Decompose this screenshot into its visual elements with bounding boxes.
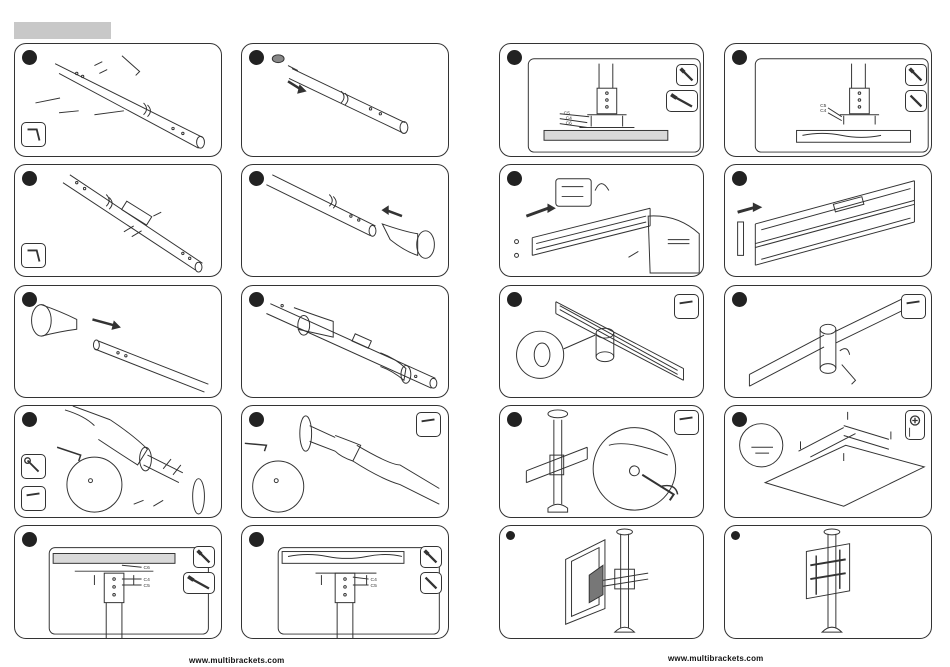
part-label-c4: C4 (820, 108, 827, 114)
hex-key-tool-box (21, 486, 46, 511)
screwdriver-icon (677, 65, 697, 85)
screwdriver-icon (194, 547, 214, 567)
screen-mounted-front-illustration (725, 526, 931, 638)
step-panel-8 (241, 405, 449, 518)
screwdriver-tool-box (676, 64, 698, 86)
pole-with-cones-illustration (242, 286, 448, 397)
screwdriver-tool-box (420, 546, 442, 568)
step-panel-19 (499, 525, 704, 639)
wrench-tool-box (21, 454, 46, 479)
screwdriver-icon (421, 573, 441, 593)
website-url-right[interactable]: www.multibrackets.com (668, 654, 764, 663)
hex-key-tool-box (21, 122, 46, 147)
hex-key-tool-box (416, 412, 441, 437)
hex-key-tool-box (674, 294, 699, 319)
screwdriver-icon (421, 547, 441, 567)
ceiling-plate-wood-illustration: C5 C4 (725, 44, 931, 156)
step-panel-7 (14, 405, 222, 518)
step-panel-2 (241, 43, 449, 157)
step-panel-11 (499, 164, 704, 277)
hex-key-tool-box (674, 410, 699, 435)
step-panel-6 (241, 285, 449, 398)
rail-connect-illustration (725, 165, 931, 276)
step-panel-15 (499, 405, 704, 518)
screwdriver-tool-box (420, 572, 442, 594)
screwdriver-tool-box (905, 64, 927, 86)
part-label-c5: C5 (144, 583, 151, 589)
level-tool-box (905, 410, 925, 440)
header-bar (14, 22, 111, 39)
drill-tool-box (183, 572, 215, 594)
rail-assembly-illustration (500, 165, 703, 276)
website-url-left[interactable]: www.multibrackets.com (189, 656, 285, 665)
clamp-rails-illustration (500, 286, 703, 397)
step-panel-12 (724, 164, 932, 277)
step-panel-18: C4 C5 (241, 525, 449, 639)
hex-key-icon (675, 295, 698, 318)
pole-cap-illustration (242, 44, 448, 156)
level-icon (906, 411, 924, 439)
step-panel-20 (724, 525, 932, 639)
cone-second-insert-illustration (15, 286, 221, 397)
step-panel-5 (14, 285, 222, 398)
step-panel-13 (499, 285, 704, 398)
vesa-plate-screen-illustration (725, 406, 931, 517)
part-label-c6: C6 (144, 565, 151, 571)
hex-key-tool-box (901, 294, 926, 319)
drill-tool-box (666, 90, 698, 112)
part-label-c5: C5 (371, 583, 378, 589)
hex-key-icon (417, 413, 440, 436)
hex-key-icon (22, 487, 45, 510)
screwdriver-tool-box (193, 546, 215, 568)
step-panel-9: C5 C4 C6 (499, 43, 704, 157)
step-panel-4 (241, 164, 449, 277)
step-panel-16 (724, 405, 932, 518)
part-label-c6: C6 (566, 121, 573, 127)
step-panel-10: C5 C4 (724, 43, 932, 157)
part-label-c4: C4 (144, 577, 151, 583)
hex-key-icon (675, 411, 698, 434)
drill-icon (667, 91, 697, 111)
pole-rail-mount-illustration (500, 406, 703, 517)
screwdriver-icon (906, 65, 926, 85)
screen-mounted-side-illustration (500, 526, 703, 638)
hex-key-tool-box (21, 243, 46, 268)
floor-pole-wood-illustration: C4 C5 (242, 526, 448, 638)
step-panel-3 (14, 164, 222, 277)
screwdriver-tool-box (905, 90, 927, 112)
hex-key-icon (22, 123, 45, 146)
wrench-icon (22, 455, 45, 478)
step-panel-17: C6 C4 C5 (14, 525, 222, 639)
step-panel-14 (724, 285, 932, 398)
pole-cone-insert-illustration (242, 165, 448, 276)
hex-key-icon (902, 295, 925, 318)
hex-key-icon (22, 244, 45, 267)
step-panel-1 (14, 43, 222, 157)
part-label-c4: C4 (371, 577, 378, 583)
drill-icon (184, 573, 214, 593)
screwdriver-icon (906, 91, 926, 111)
